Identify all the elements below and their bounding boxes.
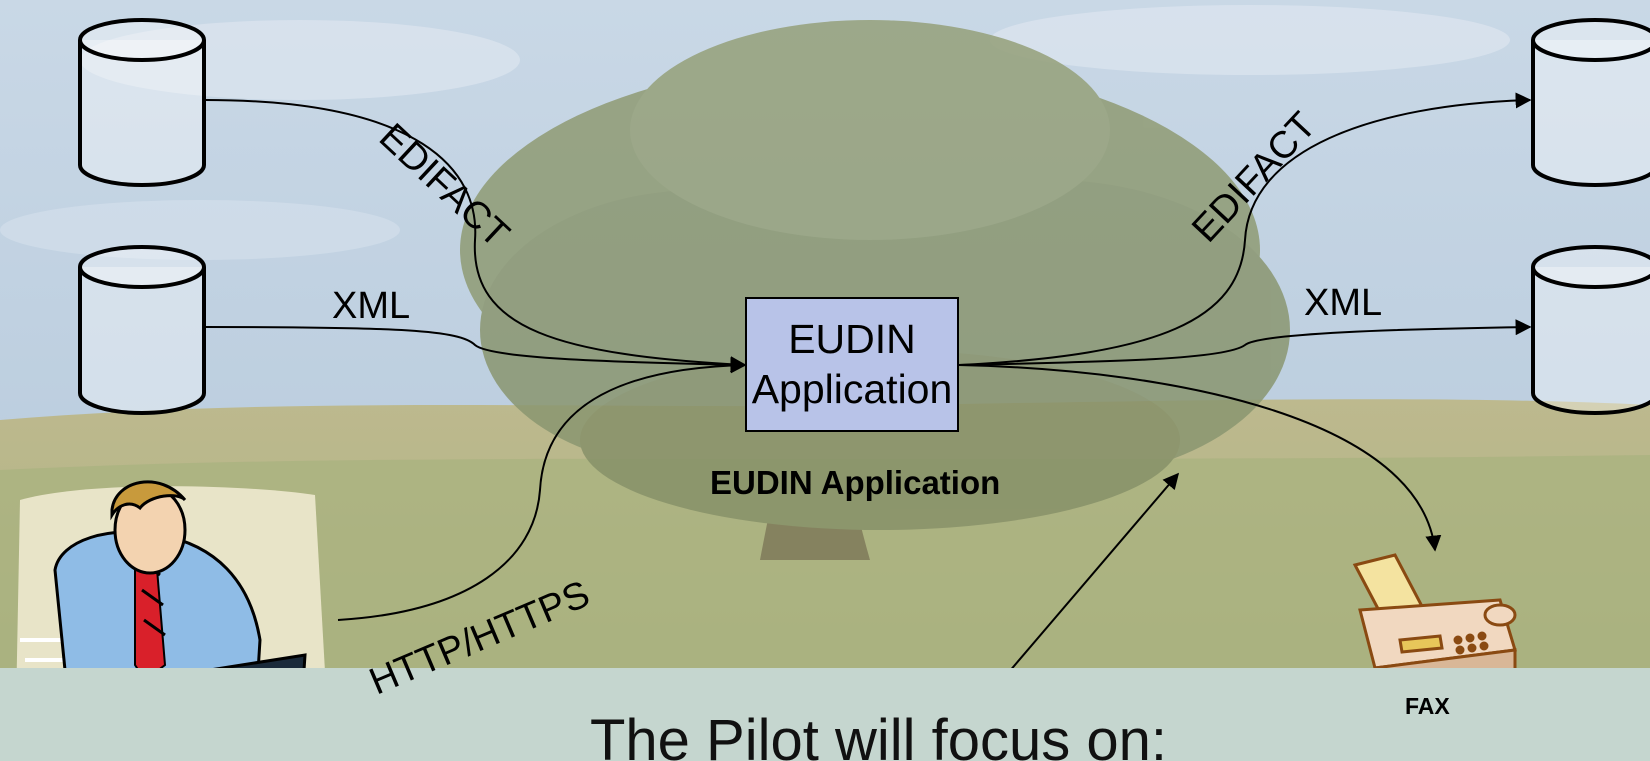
xml-out-line [958, 319, 1532, 366]
fax-out-line [958, 364, 1442, 552]
database-icon [1531, 18, 1650, 187]
xml-in-line [204, 326, 747, 373]
app-caption: EUDIN Application [710, 464, 1001, 501]
pilot-pointer-line [984, 472, 1180, 701]
tree-silhouette [460, 20, 1290, 560]
label-xml-in: XML [332, 285, 411, 327]
bottom-panel [0, 668, 1650, 761]
edifact-out-line [958, 92, 1532, 366]
database-icon [1531, 245, 1650, 415]
database-icon [78, 245, 206, 415]
eudin-application-box: EUDIN Application [745, 297, 959, 432]
label-xml-out: XML [1304, 282, 1383, 324]
http-in-line [337, 357, 747, 621]
app-box-line1: EUDIN [788, 316, 916, 363]
database-icon [78, 18, 206, 187]
flow-lines [204, 92, 1532, 701]
pilot-focus-text: The Pilot will focus on: [590, 708, 1168, 761]
app-box-line2: Application [751, 365, 953, 412]
fax-label: FAX [1405, 693, 1450, 719]
edifact-in-line [204, 99, 747, 373]
